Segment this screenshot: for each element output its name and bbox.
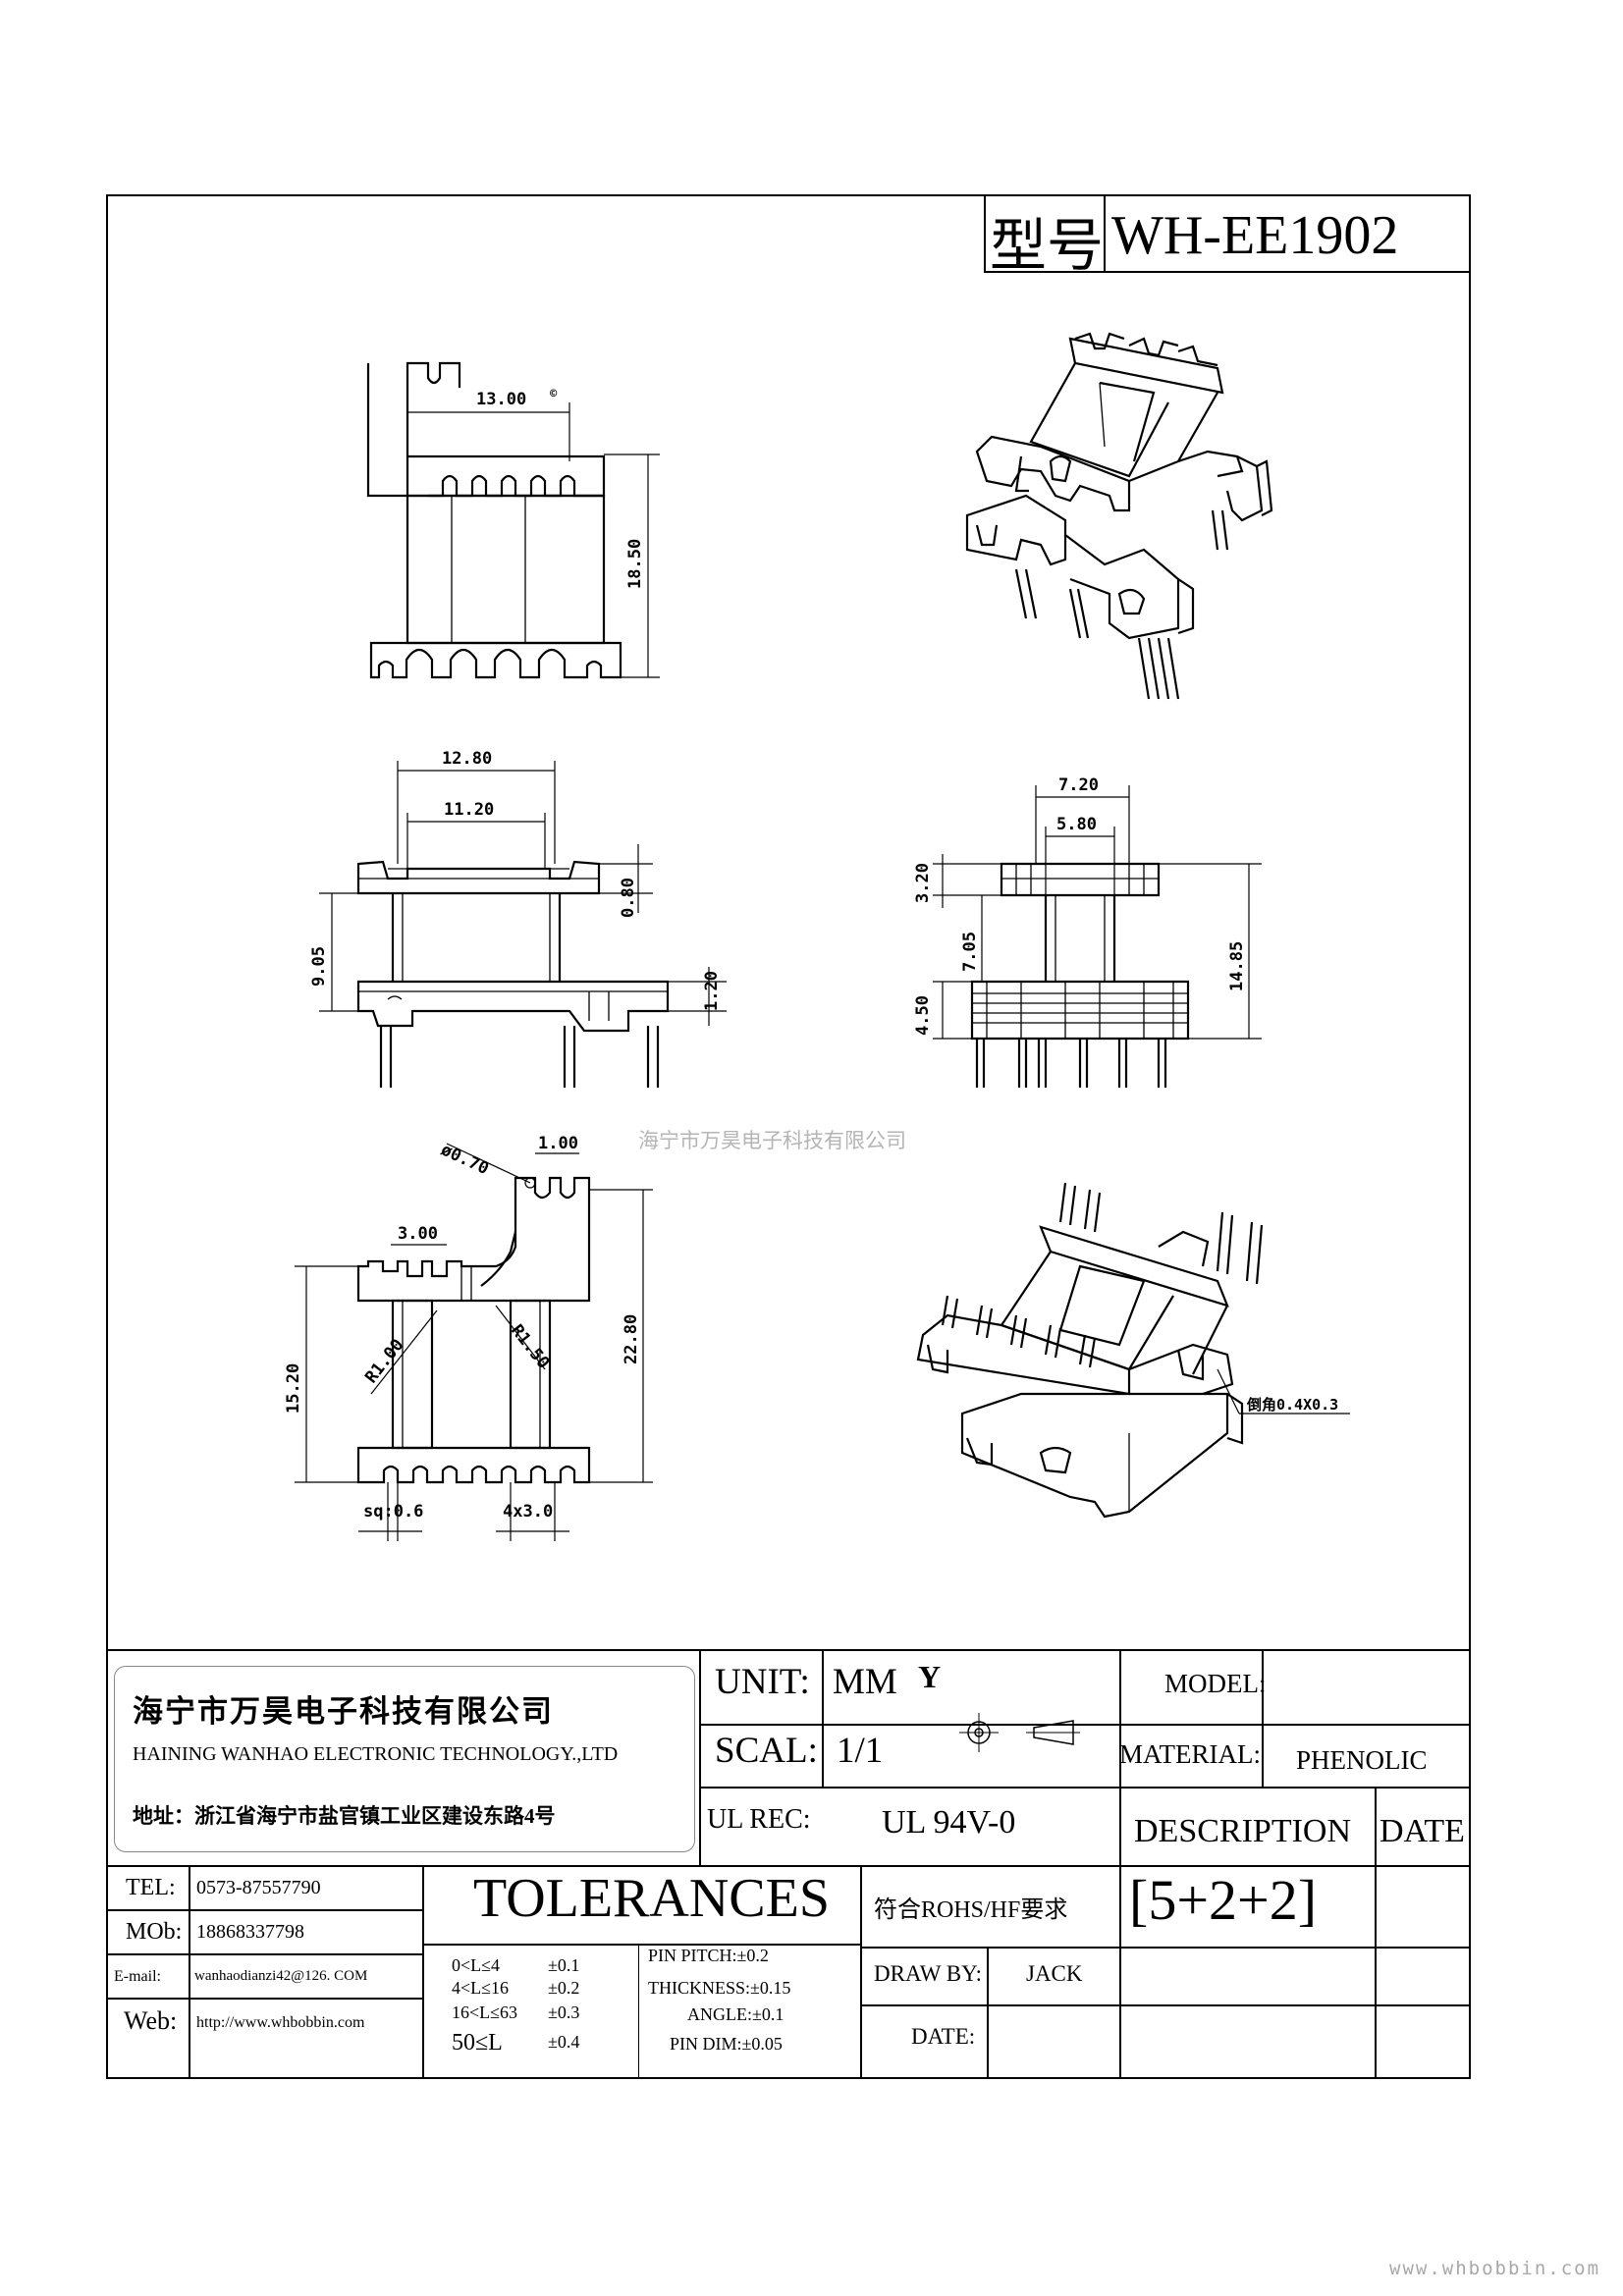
dim-slot: 1.00 — [538, 1134, 578, 1153]
dim-bottom-right: 22.80 — [622, 1314, 641, 1364]
email-value: wanhaodianzi42@126. COM — [194, 1968, 368, 1984]
company-address: 地址：浙江省海宁市盐官镇工业区建设东路4号 — [133, 1804, 556, 1828]
dim-bottom-left: 15.20 — [284, 1363, 303, 1414]
company-box — [114, 1666, 695, 1852]
model-header — [984, 194, 1471, 273]
model-value: WH-EE1902 — [1111, 205, 1399, 266]
material-value: PHENOLIC — [1296, 1745, 1428, 1775]
draw-date-label: DATE: — [911, 2024, 976, 2049]
dim-side-outer: 7.20 — [1058, 775, 1099, 795]
dim-side-mid: 7.05 — [960, 932, 980, 972]
dim-front-flange: 0.80 — [619, 878, 638, 918]
tol-range-4: 50≤L — [452, 2030, 503, 2056]
model-label: 型号 — [990, 214, 1105, 278]
tel-value: 0573-87557790 — [196, 1877, 321, 1898]
tol-value-4: ±0.4 — [548, 2032, 580, 2052]
projection-symbol — [959, 1713, 1080, 1752]
dim-front-outer: 12.80 — [442, 749, 492, 769]
pin-dim: PIN DIM:±0.05 — [670, 2034, 783, 2054]
side-view: 7.20 5.80 3.20 7.05 4.50 14.85 — [913, 775, 1262, 1088]
dim-r1: R1.00 — [361, 1335, 407, 1387]
dim-side-top: 3.20 — [913, 863, 933, 903]
tolerances-title: TOLERANCES — [473, 1868, 830, 1929]
dim-top-height: 18.50 — [625, 539, 645, 589]
mob-label: MOb: — [126, 1919, 183, 1945]
scale-label: SCAL: — [715, 1731, 818, 1771]
ul-value: UL 94V-0 — [882, 1804, 1016, 1841]
company-name-en: HAINING WANHAO ELECTRONIC TECHNOLOGY.,LT… — [133, 1743, 619, 1765]
email-label: E-mail: — [114, 1968, 161, 1985]
tol-value-2: ±0.2 — [548, 1978, 580, 1998]
dim-side-total: 14.85 — [1227, 941, 1247, 991]
unit-value: MM — [833, 1662, 897, 1702]
iso-top-view — [965, 332, 1273, 700]
dim-pin-dia: ø0.70 — [438, 1140, 492, 1179]
y-mark: Y — [918, 1659, 942, 1694]
dim-sq: sq:0.6 — [363, 1502, 423, 1522]
angle: ANGLE:±0.1 — [687, 2004, 784, 2024]
tol-range-3: 16<L≤63 — [452, 2002, 518, 2022]
tol-range-1: 0<L≤4 — [452, 1955, 501, 1975]
draw-by-value: JACK — [1026, 1961, 1083, 1986]
callout-chamfer: 倒角0.4X0.3 — [1246, 1396, 1338, 1414]
dim-pitch: 4x3.0 — [503, 1502, 553, 1522]
rohs-note: 符合ROHS/HF要求 — [874, 1897, 1068, 1923]
tol-range-2: 4<L≤16 — [452, 1978, 510, 1998]
iso-bottom-view: 倒角0.4X0.3 — [916, 1182, 1350, 1519]
web-value: http://www.whbobbin.com — [196, 2014, 365, 2031]
bottom-view: ø0.70 1.00 3.00 22.80 15.20 R1.00 R1.50 … — [284, 1134, 653, 1541]
technical-drawing: 13.00 © 18.50 — [284, 332, 1350, 1541]
tol-value-3: ±0.3 — [548, 2002, 580, 2022]
thickness: THICKNESS:±0.15 — [648, 1978, 791, 1998]
tol-value-1: ±0.1 — [548, 1955, 580, 1975]
scale-value: 1/1 — [837, 1731, 884, 1771]
web-label: Web: — [124, 2006, 178, 2035]
footer-url: www.whbobbin.com — [1389, 2258, 1601, 2279]
top-view: 13.00 © 18.50 — [366, 361, 660, 679]
dim-side-base: 4.50 — [913, 995, 933, 1036]
dim-front-base: 1.20 — [702, 971, 722, 1011]
front-view: 12.80 11.20 0.80 9.05 1.20 — [309, 749, 727, 1088]
dim-front-inner: 11.20 — [444, 800, 494, 820]
dim-front-height: 9.05 — [309, 946, 329, 987]
dim-top-width: 13.00 — [476, 390, 526, 409]
unit-label: UNIT: — [715, 1662, 810, 1702]
tel-label: TEL: — [126, 1875, 176, 1900]
dim-side-inner: 5.80 — [1056, 815, 1097, 834]
svg-text:©: © — [550, 387, 558, 400]
dim-r2: R1.50 — [507, 1321, 553, 1373]
company-name-cn: 海宁市万昊电子科技有限公司 — [133, 1694, 554, 1729]
description-label: DESCRIPTION — [1134, 1813, 1352, 1849]
description-value: [5+2+2] — [1129, 1868, 1318, 1932]
dim-pitch-top: 3.00 — [398, 1224, 438, 1244]
date-label: DATE — [1380, 1813, 1465, 1849]
draw-by-label: DRAW BY: — [874, 1961, 982, 1986]
watermark: 海宁市万昊电子科技有限公司 — [638, 1129, 906, 1152]
drawing-frame — [106, 194, 1471, 2079]
material-label: MATERIAL: — [1119, 1739, 1261, 1769]
pin-pitch: PIN PITCH:±0.2 — [648, 1946, 769, 1965]
model-field-label: MODEL: — [1164, 1669, 1267, 1698]
mob-value: 18868337798 — [196, 1921, 304, 1943]
ul-label: UL REC: — [707, 1804, 811, 1835]
